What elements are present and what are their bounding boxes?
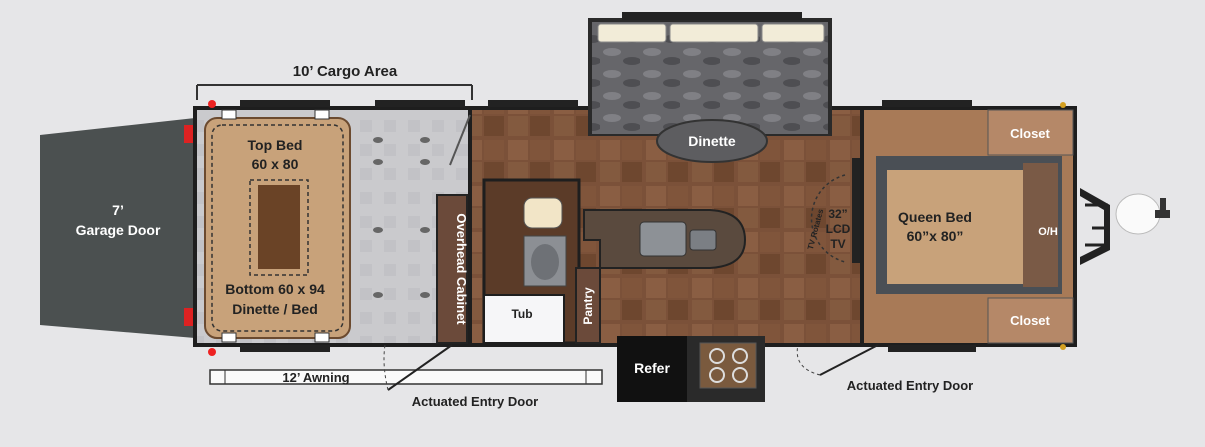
kitchen-sink: [639, 221, 687, 257]
closet-bottom[interactable]: Closet: [987, 297, 1074, 344]
tv-label-3: TV: [830, 237, 845, 251]
entry-door-right-label: Actuated Entry Door: [847, 378, 973, 393]
refrigerator[interactable]: Refer: [617, 336, 687, 402]
top-bed-label-1: Top Bed: [248, 137, 303, 153]
tie-down-points: [373, 137, 430, 298]
window: [488, 100, 578, 107]
window: [240, 100, 330, 107]
window: [888, 345, 976, 352]
garage-door-label-2: Garage Door: [76, 222, 161, 238]
entry-door-left-label: Actuated Entry Door: [412, 394, 538, 409]
stove[interactable]: [687, 336, 765, 402]
tub-label: Tub: [511, 307, 532, 321]
propane-tank: [1115, 193, 1161, 235]
marker-light: [1060, 344, 1066, 350]
queen-bed-label-1: Queen Bed: [898, 209, 972, 225]
toilet: [523, 197, 563, 229]
kitchen-counter: [583, 209, 747, 269]
bottom-bed-label-1: Bottom 60 x 94: [225, 281, 325, 297]
marker-light: [208, 348, 216, 356]
oh-label: O/H: [1038, 226, 1058, 238]
queen-bed-label-2: 60”x 80”: [907, 228, 964, 244]
entry-door-right[interactable]: Actuated Entry Door: [796, 344, 973, 393]
awning-label: 12’ Awning: [282, 370, 349, 385]
interior-door[interactable]: [449, 114, 471, 166]
refer-label: Refer: [634, 360, 670, 376]
pantry-label: Pantry: [581, 287, 595, 325]
marker-light: [208, 100, 216, 108]
bathroom: Tub: [482, 178, 581, 345]
window: [240, 345, 330, 352]
closet-top-label: Closet: [1010, 126, 1050, 141]
cargo-dimension: 10’ Cargo Area: [196, 63, 473, 100]
tv-label-2: LCD: [826, 222, 851, 236]
overhead-cabinet[interactable]: Overhead Cabinet: [436, 194, 469, 344]
dinette-slideout[interactable]: Dinette: [588, 12, 832, 163]
window: [375, 100, 465, 107]
overhead-cabinet-label: Overhead Cabinet: [454, 213, 469, 325]
entry-door-left[interactable]: Actuated Entry Door: [383, 344, 538, 409]
top-bed-label-2: 60 x 80: [252, 156, 299, 172]
garage-door-label-1: 7’: [112, 202, 124, 218]
hitch: [1080, 188, 1170, 265]
pantry[interactable]: Pantry: [575, 267, 601, 344]
dinette-label: Dinette: [688, 133, 736, 149]
bunk-bed[interactable]: Top Bed 60 x 80 Bottom 60 x 94 Dinette /…: [204, 109, 351, 343]
tv-label-1: 32”: [828, 207, 847, 221]
marker-light: [1060, 102, 1066, 108]
tub[interactable]: [483, 294, 565, 344]
closet-top[interactable]: Closet: [987, 109, 1074, 156]
cargo-area-label: 10’ Cargo Area: [293, 63, 398, 80]
garage-door[interactable]: 7’ Garage Door: [40, 118, 195, 338]
dinette-table[interactable]: [656, 119, 768, 163]
bottom-bed-label-2: Dinette / Bed: [232, 301, 318, 317]
queen-bed[interactable]: Queen Bed 60”x 80” O/H: [876, 156, 1062, 294]
closet-bottom-label: Closet: [1010, 313, 1050, 328]
window: [882, 100, 972, 107]
